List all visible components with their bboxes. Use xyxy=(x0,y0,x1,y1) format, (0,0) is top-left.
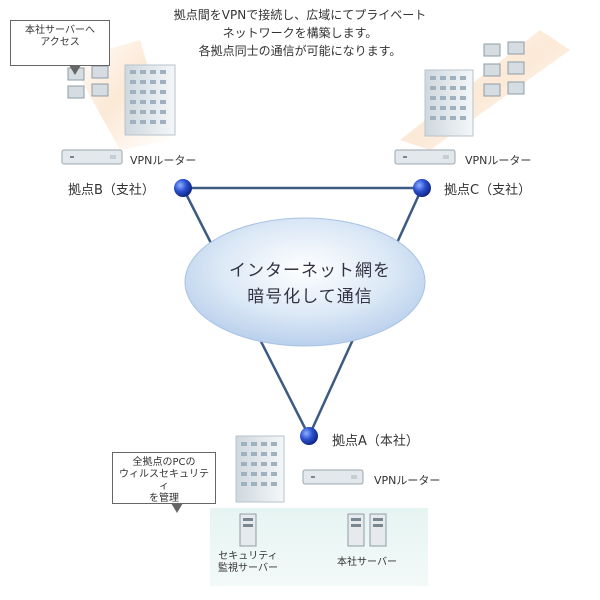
cloud-text: インターネット網を 暗号化して通信 xyxy=(210,258,410,310)
router-b-icon xyxy=(61,149,123,165)
caption-line-2: ネットワークを構築します。 xyxy=(222,26,378,40)
router-a-icon xyxy=(302,469,364,485)
node-c-label: 拠点C（支社） xyxy=(444,183,532,198)
hq-access-callout-line-2: アクセス xyxy=(40,37,80,48)
node-a-dot xyxy=(300,427,318,445)
caption-line-3: 各拠点同士の通信が可能になります。 xyxy=(198,44,402,58)
node-c-dot xyxy=(413,179,431,197)
hq-access-callout: 本社サーバーへ アクセス xyxy=(10,20,110,75)
node-b-dot xyxy=(174,179,192,197)
cloud-text-line-1: インターネット網を xyxy=(229,261,391,281)
hq-access-callout-line-1: 本社サーバーへ xyxy=(25,25,95,36)
router-c-label: VPNルーター xyxy=(465,154,532,167)
node-b-label: 拠点B（支社） xyxy=(68,183,155,198)
hq-server-label: 本社サーバー xyxy=(337,557,397,568)
security-server-label-line-1: セキュリティ xyxy=(218,551,278,562)
hq-server-icon xyxy=(347,513,387,547)
cloud-text-line-2: 暗号化して通信 xyxy=(247,287,373,307)
router-c-icon xyxy=(394,149,456,165)
pc-group-c-icon xyxy=(483,41,525,97)
virus-callout-line-2: ウィルスセキュリティ xyxy=(119,469,209,492)
router-a-label: VPNルーター xyxy=(374,474,441,487)
building-b-icon xyxy=(124,64,176,136)
security-server-label-line-2: 監視サーバー xyxy=(218,563,278,574)
building-a-icon xyxy=(235,435,285,503)
router-b-label: VPNルーター xyxy=(130,154,197,167)
internet-cloud xyxy=(184,217,426,347)
virus-security-callout: 全拠点のPCの ウィルスセキュリティ を管理 xyxy=(112,452,216,513)
building-c-icon xyxy=(424,69,474,137)
security-server-label: セキュリティ 監視サーバー xyxy=(206,551,290,575)
caption-line-1: 拠点間をVPNで接続し、広域にてプライベート xyxy=(173,8,427,22)
security-server-icon xyxy=(239,513,257,547)
virus-callout-line-1: 全拠点のPCの xyxy=(132,457,196,468)
node-a-label: 拠点A（本社） xyxy=(332,434,419,449)
diagram-caption: 拠点間をVPNで接続し、広域にてプライベート ネットワークを構築します。 各拠点… xyxy=(130,6,470,60)
virus-callout-line-3: を管理 xyxy=(149,493,179,504)
